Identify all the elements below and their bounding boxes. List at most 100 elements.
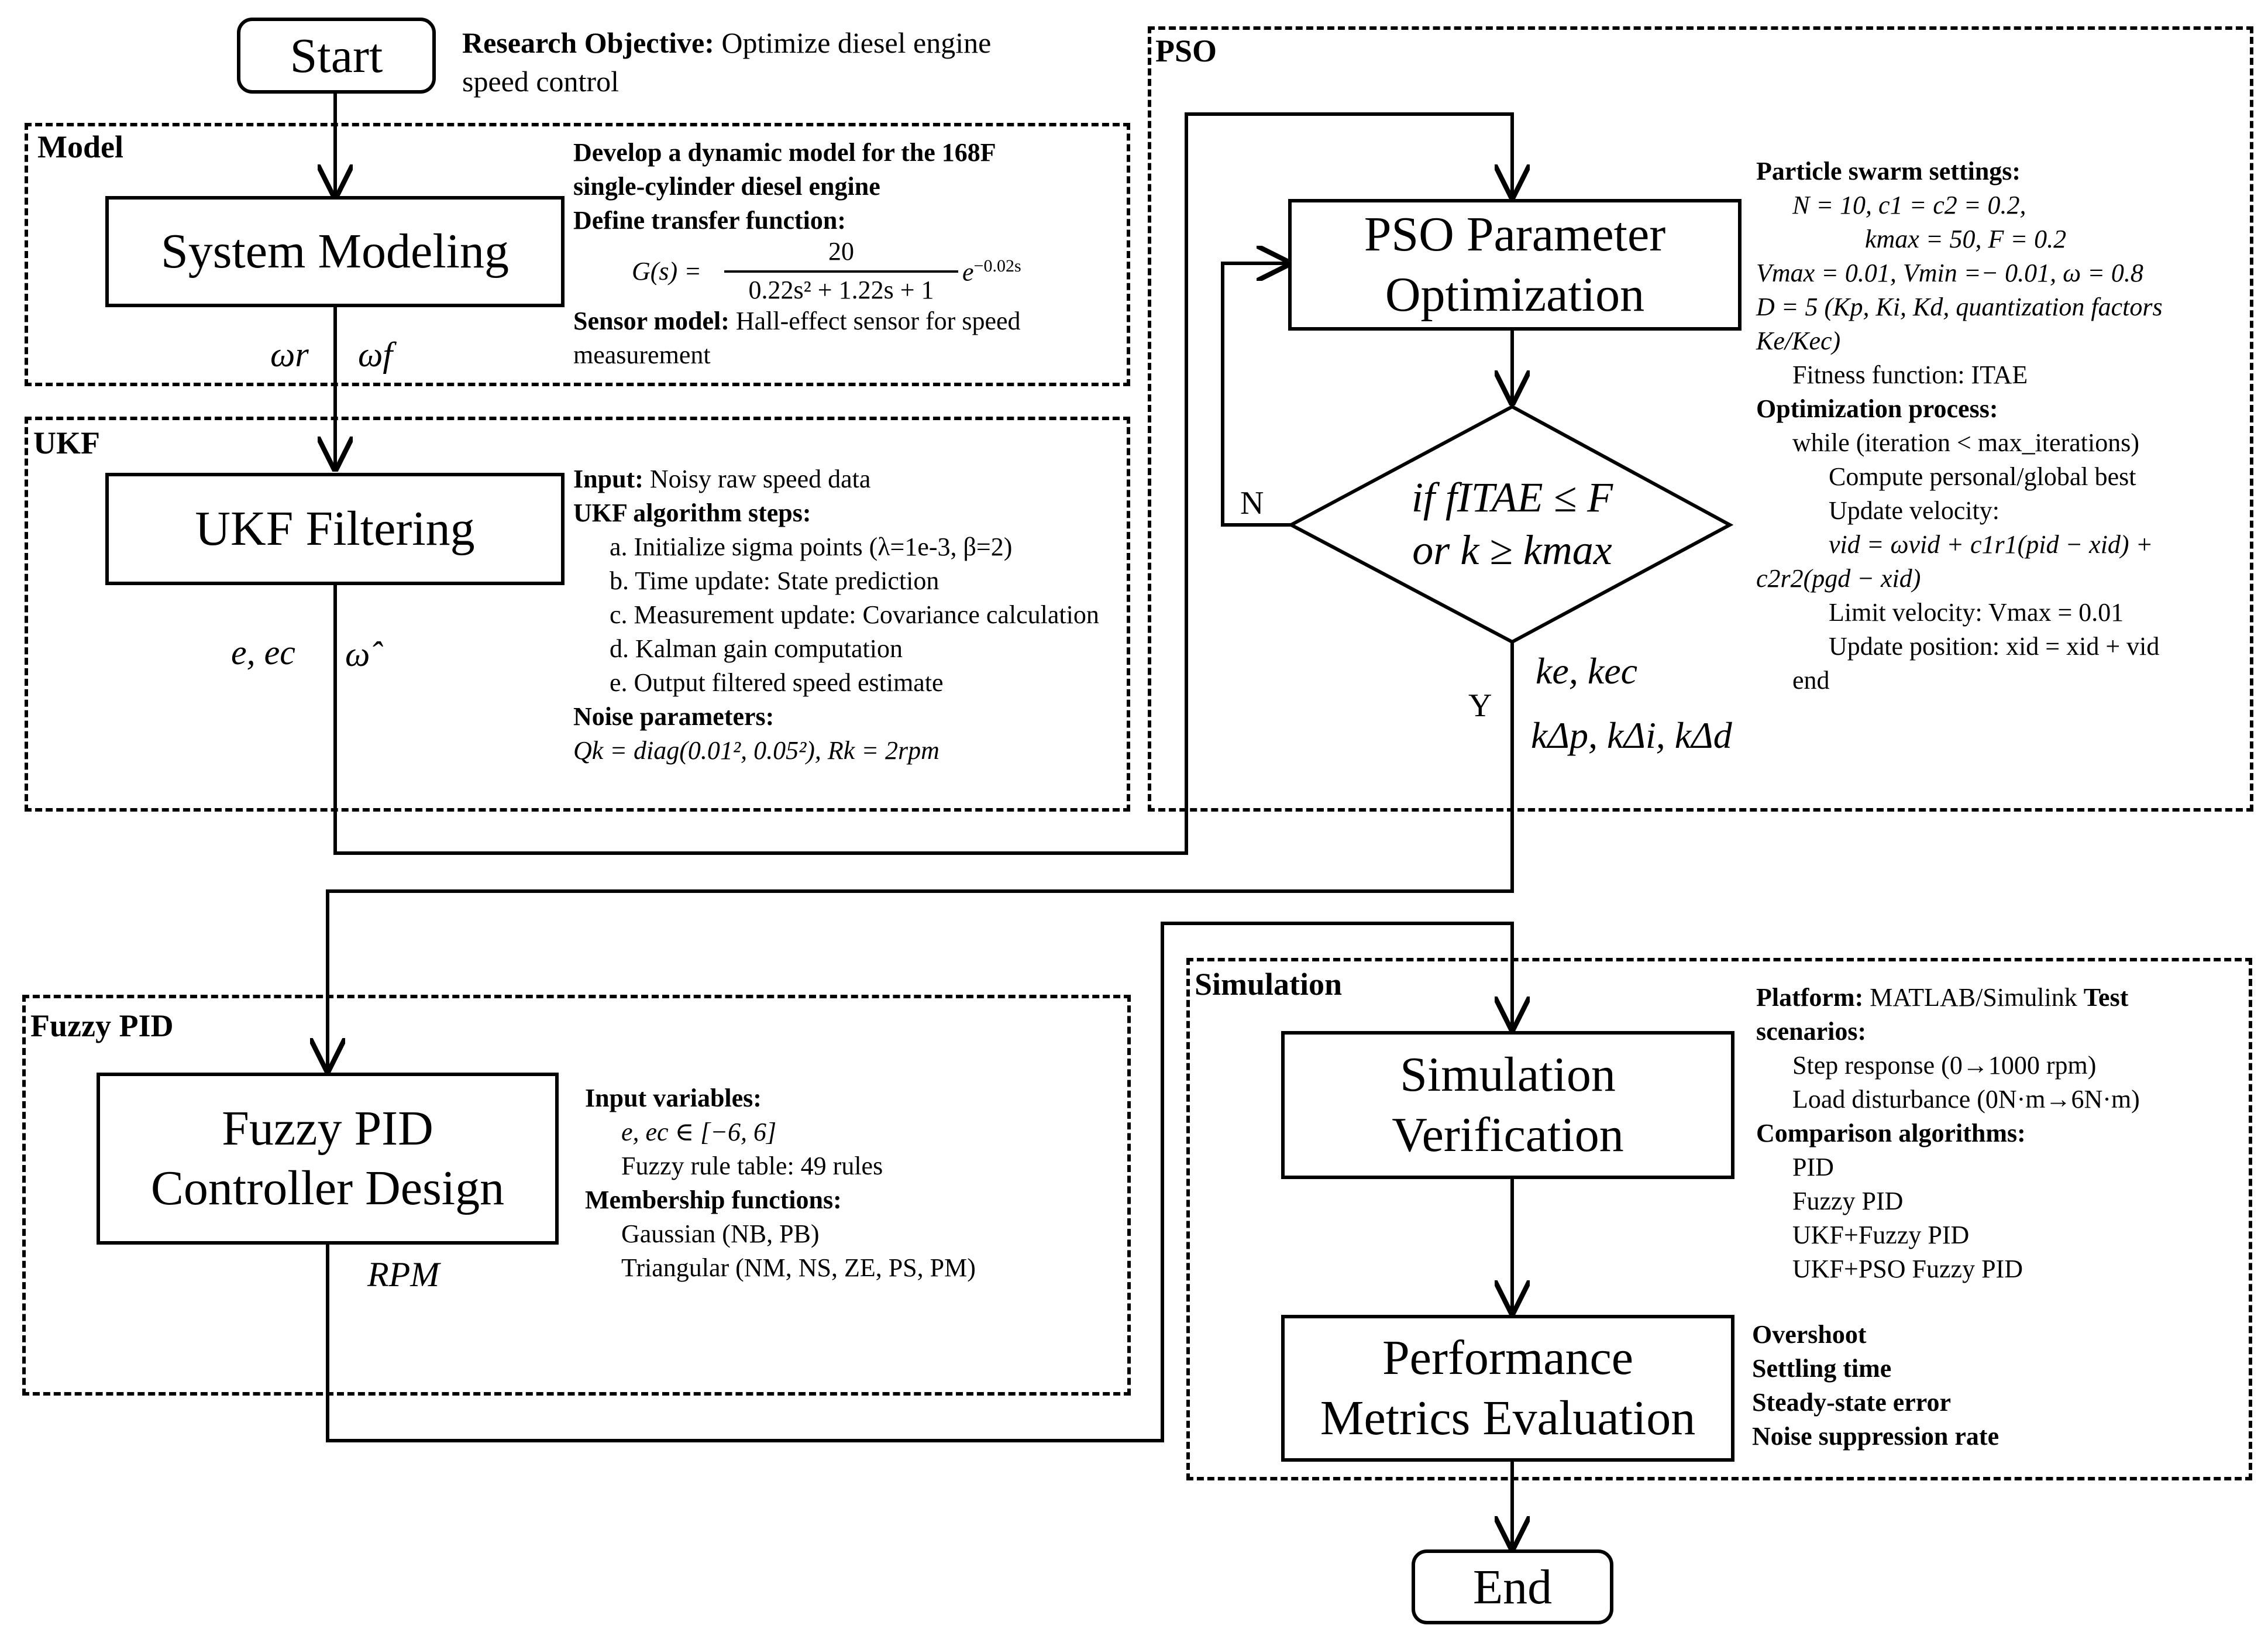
pso-notes: Particle swarm settings: N = 10, c1 = c2… (1756, 154, 2163, 697)
pso-process-6: Limit velocity: Vmax = 0.01 (1829, 598, 2124, 627)
fraction-bar (724, 270, 958, 273)
pso-optimization-box: PSO Parameter Optimization (1288, 199, 1742, 331)
fuzzy-pid-group-title: Fuzzy PID (30, 1008, 174, 1043)
fuzzy-input-label: Input variables: (585, 1084, 762, 1112)
pso-setting-1: N = 10, c1 = c2 = 0.2, (1792, 191, 2026, 219)
pso-process-7: Update position: xid = xid + vid (1829, 632, 2160, 661)
algorithm-1: PID (1792, 1153, 1834, 1181)
ukf-noise-label: Noise parameters: (573, 702, 775, 731)
ukf-steps-label: UKF algorithm steps: (573, 499, 811, 527)
metric-2: Settling time (1752, 1354, 1892, 1383)
decision-line-2: or k ≥ kmax (1412, 527, 1612, 573)
fuzzy-pid-controller-box: Fuzzy PID Controller Design (97, 1073, 559, 1245)
model-group-title: Model (37, 129, 123, 164)
metric-4: Noise suppression rate (1752, 1422, 1999, 1451)
pso-process-3: Update velocity: (1829, 496, 2000, 525)
metric-1: Overshoot (1752, 1320, 1867, 1349)
scenario-1: Step response (0→1000 rpm) (1792, 1051, 2097, 1080)
pso-box-line-1: PSO Parameter (1364, 207, 1666, 262)
signal-e-ec: e, ec (231, 633, 295, 672)
pso-setting-6: Fitness function: ITAE (1792, 360, 2028, 389)
model-note-1: Develop a dynamic model for the 168F (573, 138, 996, 167)
ukf-group (25, 417, 1130, 812)
simulation-group-title: Simulation (1195, 967, 1343, 1002)
transfer-function-exponential: e−0.02s (962, 256, 1021, 287)
fuzzy-membership-1: Gaussian (NB, PB) (621, 1219, 820, 1248)
no-label: N (1240, 485, 1264, 521)
objective-text-2: speed control (462, 65, 619, 98)
fuzzy-notes: Input variables: e, ec ∈ [−6, 6] Fuzzy r… (585, 1081, 976, 1285)
end-label: End (1472, 1559, 1553, 1614)
pso-process-2: Compute personal/global best (1829, 462, 2136, 491)
pso-setting-4: D = 5 (Kp, Ki, Kd, quantization factors (1756, 293, 2163, 321)
platform-text: MATLAB/Simulink (1863, 983, 2084, 1012)
test-label: Test (2083, 983, 2129, 1012)
pso-settings-label: Particle swarm settings: (1756, 157, 2021, 185)
platform-label: Platform: (1756, 983, 1864, 1012)
pso-setting-2: kmax = 50, F = 0.2 (1865, 225, 2067, 253)
objective-label: Research Objective: (462, 26, 714, 59)
pso-box-line-2: Optimization (1385, 267, 1645, 322)
comparison-label: Comparison algorithms: (1756, 1119, 2026, 1147)
simulation-box-line-2: Verification (1392, 1107, 1624, 1162)
ukf-step-d: d. Kalman gain computation (610, 634, 903, 663)
transfer-function-numerator: 20 (828, 237, 854, 266)
pso-process-8: end (1792, 666, 1830, 695)
ukf-step-b: b. Time update: State prediction (610, 566, 939, 595)
pso-process-4: vid = ωvid + c1r1(pid − xid) + (1829, 530, 2153, 559)
signal-omega-f: ωf (358, 335, 393, 374)
arrow-no-loop (1221, 263, 1291, 527)
signal-omega-r: ωr (270, 335, 309, 374)
ukf-step-a: a. Initialize sigma points (λ=1e-3, β=2) (610, 532, 1013, 561)
sensor-text-2: measurement (573, 341, 711, 369)
yes-label: Y (1468, 688, 1492, 724)
fuzzy-box-line-1: Fuzzy PID (222, 1101, 433, 1156)
ukf-filtering-box: UKF Filtering (105, 473, 565, 585)
start-terminal: Start (237, 18, 436, 94)
start-label: Start (290, 28, 383, 83)
ukf-input-label: Input: (573, 465, 643, 493)
algorithm-4: UKF+PSO Fuzzy PID (1792, 1255, 2023, 1283)
transfer-function-denominator: 0.22s² + 1.22s + 1 (748, 276, 934, 304)
simulation-verification-box: Simulation Verification (1281, 1031, 1734, 1179)
pso-process-label: Optimization process: (1756, 394, 1998, 423)
pso-output-ke-kec: ke, kec (1536, 650, 1638, 692)
decision-line-1: if fITAE ≤ F (1411, 474, 1613, 521)
research-objective: Research Objective: Optimize diesel engi… (462, 23, 991, 101)
scenario-2: Load disturbance (0N·m→6N·m) (1792, 1085, 2140, 1114)
pso-process-5: c2r2(pgd − xid) (1756, 564, 1921, 593)
pso-process-1: while (iteration < max_iterations) (1792, 428, 2139, 457)
simulation-box-line-1: Simulation (1400, 1047, 1616, 1102)
metric-3: Steady-state error (1752, 1388, 1952, 1417)
algorithm-2: Fuzzy PID (1792, 1187, 1904, 1215)
pso-output-kp-ki-kd: kΔp, kΔi, kΔd (1531, 714, 1732, 756)
ukf-notes: Input: Noisy raw speed data UKF algorith… (573, 462, 1099, 768)
simulation-notes: Platform: MATLAB/Simulink Test scenarios… (1756, 981, 2140, 1286)
sensor-notes: Sensor model: Hall-effect sensor for spe… (573, 304, 1021, 372)
arrow-yes-to-fuzzy (328, 642, 1514, 1070)
pso-setting-3: Vmax = 0.01, Vmin =− 0.01, ω = 0.8 (1756, 259, 2143, 287)
fuzzy-pid-group (22, 995, 1131, 1396)
objective-text: Optimize diesel engine (714, 26, 992, 59)
fuzzy-input-2: Fuzzy rule table: 49 rules (621, 1152, 883, 1180)
performance-metrics-box: Performance Metrics Evaluation (1281, 1315, 1734, 1462)
fuzzy-input-1: e, ec ∈ [−6, 6] (621, 1118, 777, 1146)
model-group (25, 123, 1130, 386)
model-note-2: single-cylinder diesel engine (573, 172, 880, 201)
ukf-step-e: e. Output filtered speed estimate (610, 668, 944, 697)
signal-omega-hat: ω̂ (345, 635, 370, 674)
algorithm-3: UKF+Fuzzy PID (1792, 1221, 1970, 1249)
ukf-filtering-label: UKF Filtering (195, 501, 475, 556)
ukf-group-title: UKF (33, 425, 100, 461)
model-note-3: Define transfer function: (573, 206, 846, 235)
pso-setting-5: Ke/Kec) (1756, 327, 1841, 355)
performance-box-line-2: Metrics Evaluation (1320, 1390, 1696, 1445)
metrics-list: Overshoot Settling time Steady-state err… (1752, 1318, 1999, 1454)
performance-box-line-1: Performance (1382, 1331, 1634, 1386)
sensor-label: Sensor model: (573, 307, 729, 335)
arrow-fuzzy-to-simulation (326, 922, 1512, 1442)
transfer-function-lhs: G(s) = (632, 257, 701, 286)
fuzzy-membership-2: Triangular (NM, NS, ZE, PS, PM) (621, 1253, 976, 1282)
sensor-text: Hall-effect sensor for speed (729, 307, 1021, 335)
fuzzy-membership-label: Membership functions: (585, 1186, 842, 1214)
